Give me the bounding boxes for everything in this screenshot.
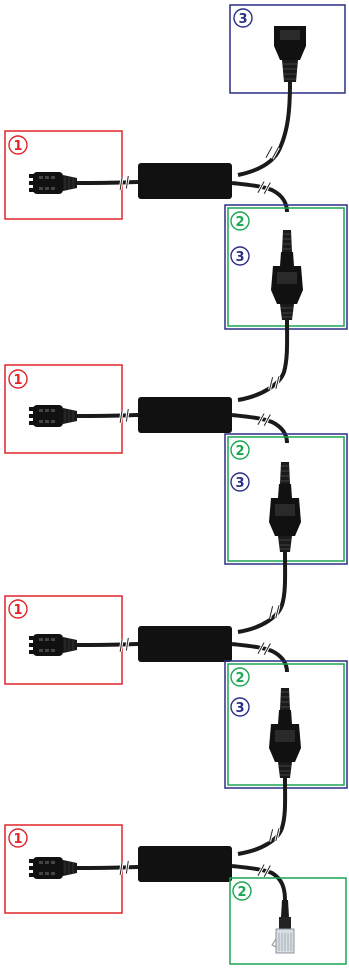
svg-text:3: 3: [235, 476, 244, 491]
stage-4-downstream: 2: [230, 878, 346, 964]
power-connector-icon: [29, 172, 77, 194]
stage-2: 1: [5, 365, 287, 453]
port-1-badge: 1: [9, 829, 27, 847]
stage-3-downstream: 2 3: [225, 661, 347, 854]
top-device-group: 3: [230, 5, 345, 175]
power-connector-icon: [29, 405, 77, 427]
svg-text:2: 2: [235, 671, 244, 686]
cable: [238, 320, 287, 400]
port-2-badge: 2: [231, 668, 249, 686]
power-connector-icon: [29, 857, 77, 879]
svg-text:2: 2: [237, 885, 246, 900]
stage-2-downstream: 2 3: [225, 434, 347, 632]
stage-1-downstream: 2 3: [225, 205, 347, 400]
power-connector-icon: [29, 634, 77, 656]
port-2-badge: 2: [231, 212, 249, 230]
svg-text:2: 2: [235, 215, 244, 230]
stage-3: 1: [5, 596, 287, 684]
port-1-badge: 1: [9, 136, 27, 154]
rj45-plug-icon: [272, 900, 294, 953]
splitter-box-icon: [138, 626, 232, 662]
port-3-badge: 3: [231, 247, 249, 265]
port-3-badge: 3: [234, 9, 252, 27]
port-1-badge: 1: [9, 600, 27, 618]
svg-text:1: 1: [13, 373, 22, 388]
svg-text:1: 1: [13, 603, 22, 618]
port-2-badge: 2: [233, 882, 251, 900]
cable: [238, 778, 285, 854]
svg-text:3: 3: [235, 250, 244, 265]
cable: [238, 82, 290, 175]
port-1-frame: [5, 131, 122, 219]
port-3-badge: 3: [231, 698, 249, 716]
female-jack-icon: [274, 26, 306, 82]
male-plug-icon: [269, 688, 301, 778]
svg-text:1: 1: [13, 139, 22, 154]
svg-text:1: 1: [13, 832, 22, 847]
port-2-badge: 2: [231, 441, 249, 459]
svg-text:2: 2: [235, 444, 244, 459]
male-plug-icon: [271, 230, 303, 320]
male-plug-icon: [269, 462, 301, 552]
splitter-box-icon: [138, 163, 232, 199]
svg-text:3: 3: [235, 701, 244, 716]
splitter-box-icon: [138, 397, 232, 433]
svg-text:3: 3: [238, 12, 247, 27]
port-1-badge: 1: [9, 370, 27, 388]
splitter-box-icon: [138, 846, 232, 882]
port-3-badge: 3: [231, 473, 249, 491]
